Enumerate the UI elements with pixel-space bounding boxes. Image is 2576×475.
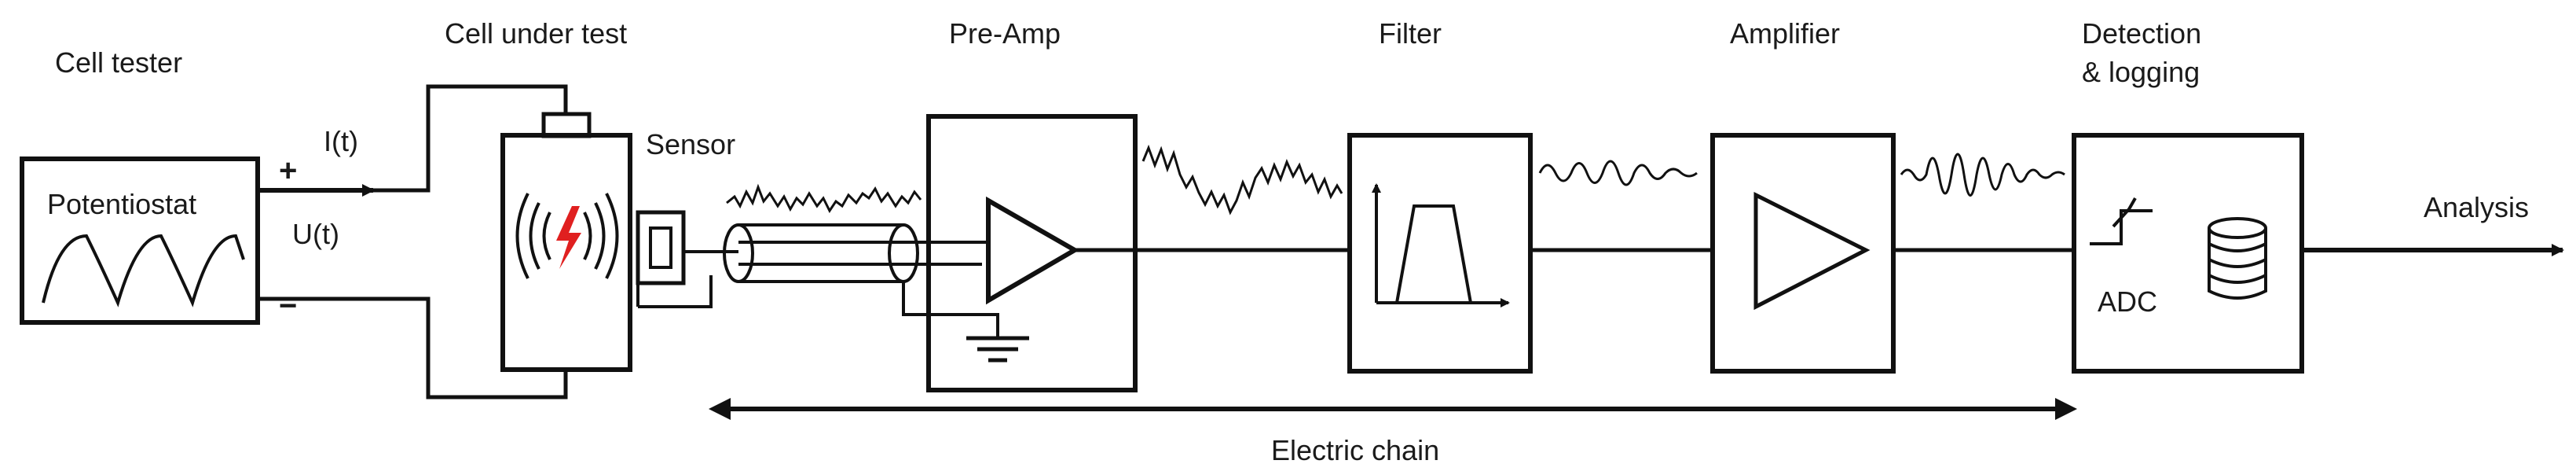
filtered-signal [1538, 160, 1698, 186]
database-icon [2208, 217, 2267, 300]
pre-amp-box [926, 114, 1138, 392]
filter-title: Filter [1379, 17, 1442, 50]
adc-label: ADC [2098, 285, 2157, 318]
cell-tester-title: Cell tester [55, 46, 182, 79]
electric-chain-arrow [709, 398, 2077, 420]
cell-box [500, 133, 632, 372]
minus-sign: − [279, 289, 297, 323]
detection-box [2072, 133, 2304, 374]
sensor-icon [636, 210, 738, 308]
pre-amp-triangle-icon [986, 196, 1080, 305]
current-label: I(t) [324, 125, 358, 157]
coax-cable [723, 223, 990, 316]
sensor-label: Sensor [646, 128, 735, 160]
top-wire [369, 84, 568, 193]
amplifier-triangle-icon [1753, 191, 1871, 311]
preamp-noise-signal [1141, 144, 1343, 215]
pre-amp-title: Pre-Amp [949, 17, 1061, 50]
cell-under-test-title: Cell under test [445, 17, 627, 50]
electric-chain-label: Electric chain [1271, 434, 1439, 466]
lightning-bolt-icon [556, 206, 581, 269]
ground-icon [966, 313, 1029, 363]
detection-title-line1: Detection [2082, 17, 2201, 50]
bandpass-filter-icon [1372, 183, 1510, 307]
bottom-wire [258, 296, 568, 400]
amplifier-title: Amplifier [1730, 17, 1840, 50]
adc-step-icon [2090, 197, 2153, 245]
amplified-signal [1900, 153, 2065, 197]
potentiostat-waveform [42, 234, 245, 307]
potentiostat-label: Potentiostat [47, 188, 196, 220]
analysis-label: Analysis [2424, 191, 2529, 223]
voltage-label: U(t) [292, 218, 339, 250]
acoustic-emission-icon [515, 193, 619, 279]
raw-noise-signal [726, 183, 922, 213]
cell-terminal [541, 112, 592, 138]
amplifier-box [1710, 133, 1896, 374]
potentiostat-box [20, 156, 260, 325]
plus-sign: + [279, 153, 297, 188]
detection-title-line2: & logging [2082, 56, 2200, 88]
filter-box [1347, 133, 1533, 374]
